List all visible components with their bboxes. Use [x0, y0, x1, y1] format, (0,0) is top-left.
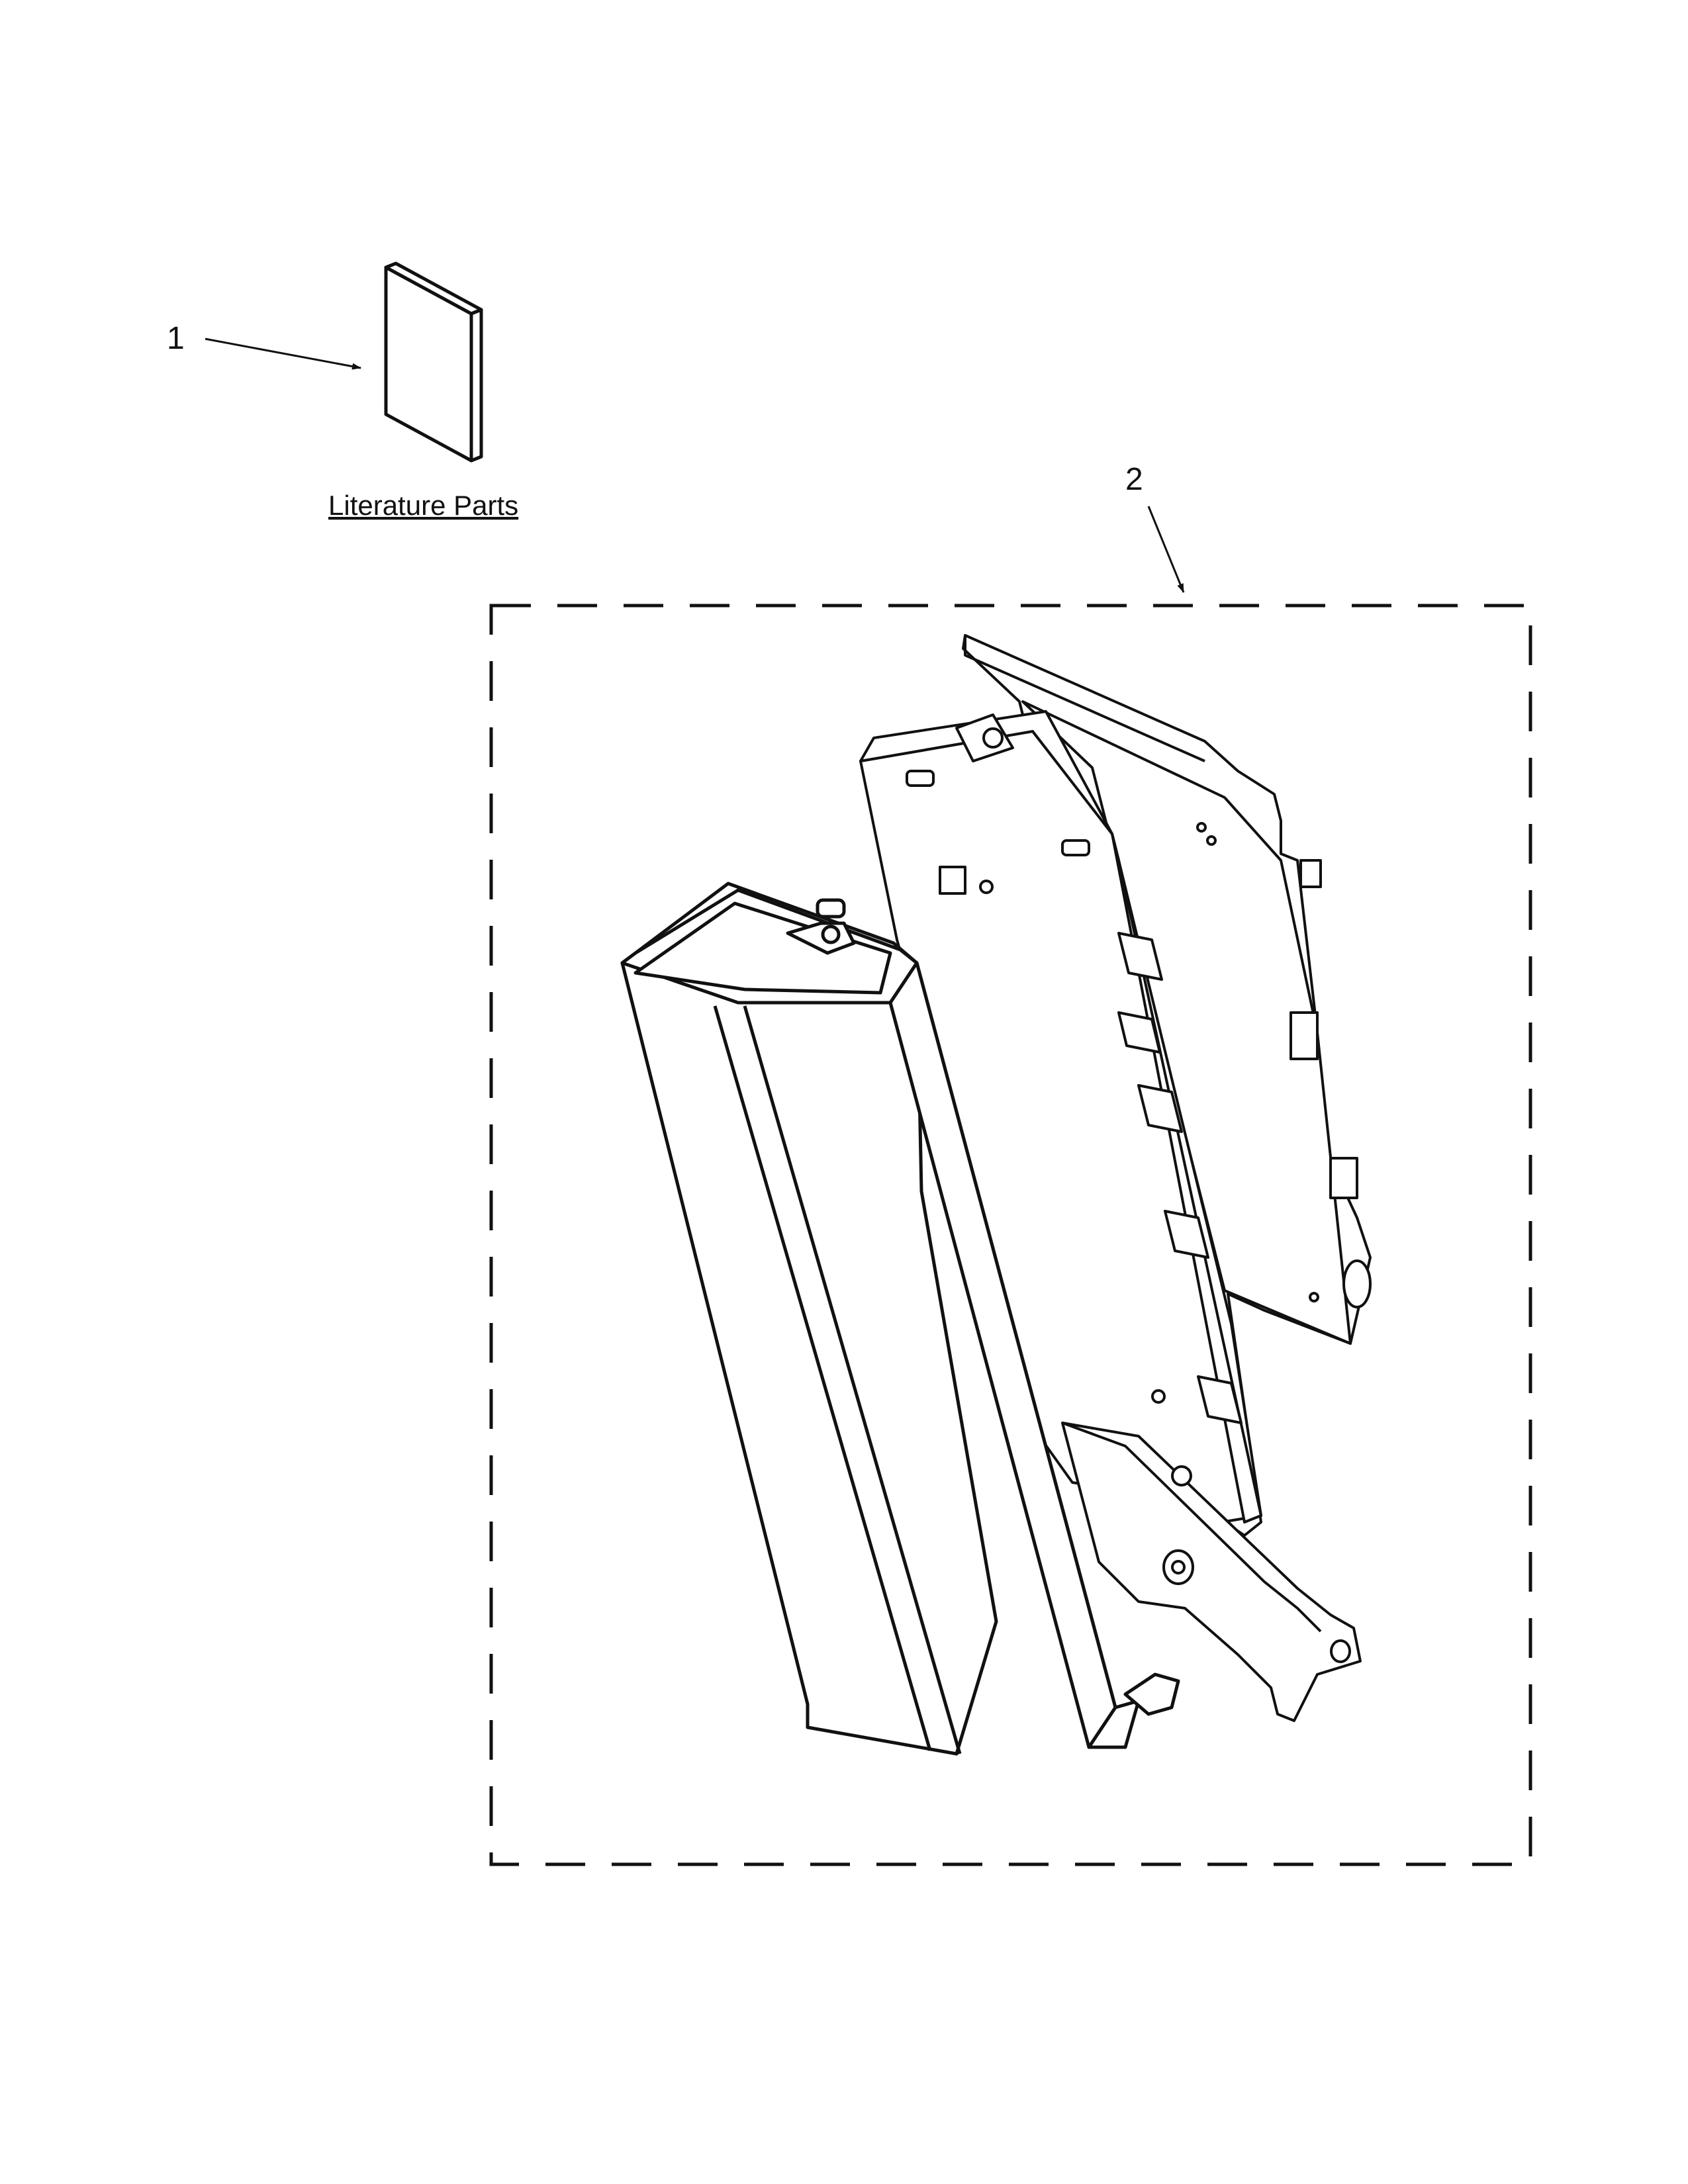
callout-arrow-1	[205, 338, 361, 370]
literature-parts-caption: Literature Parts	[328, 490, 518, 521]
mounting-frame-part	[859, 710, 1262, 1524]
literature-booklet-icon	[384, 261, 483, 463]
assembly-dashed-boundary	[489, 604, 1532, 1866]
latch-bracket-part	[1061, 1422, 1362, 1722]
callout-number-2: 2	[1125, 462, 1143, 497]
callout-number-1: 1	[167, 321, 185, 356]
front-fascia-panel-part	[620, 882, 1180, 1756]
callout-arrow-2	[1147, 506, 1185, 593]
